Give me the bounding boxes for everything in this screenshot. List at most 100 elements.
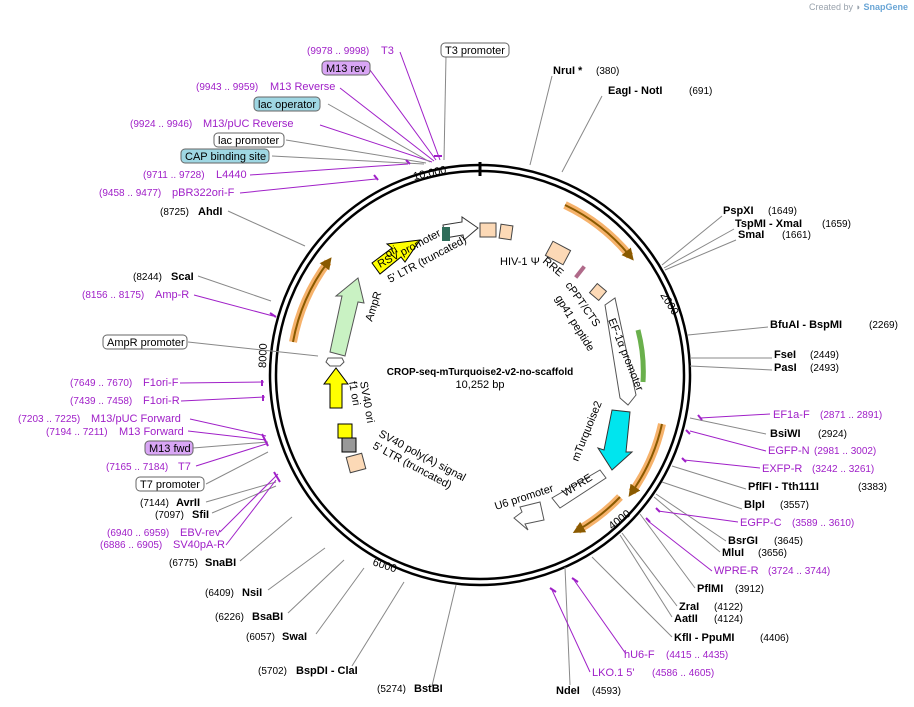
primer-position: (7203 .. 7225) <box>18 414 80 425</box>
enzyme-position: (1649) <box>768 206 797 217</box>
enzyme-name: TspMI - XmaI <box>735 218 802 230</box>
primer-position: (4415 .. 4435) <box>666 650 728 661</box>
primer-position: (6886 .. 6905) <box>100 540 162 551</box>
enzyme-position: (1659) <box>822 219 851 230</box>
primer-position: (8156 .. 8175) <box>82 290 144 301</box>
enzyme-position: (5702) <box>258 666 287 677</box>
primer-name: EGFP-N <box>768 445 810 457</box>
enzyme-name: BstBI <box>414 683 443 695</box>
feature-arc <box>635 329 646 383</box>
enzyme-name: ScaI <box>171 271 194 283</box>
f1-ori-arrow <box>323 367 349 409</box>
enzyme-name: PasI <box>774 362 797 374</box>
plasmid-size: 10,252 bp <box>456 379 505 391</box>
primer-name: M13 Forward <box>119 426 184 438</box>
enzyme-name: PspXI <box>723 205 754 217</box>
enzyme-name: PflMI <box>697 583 723 595</box>
enzyme-position: (6409) <box>205 588 234 599</box>
enzyme-position: (4122) <box>714 602 743 613</box>
feature-label: AmpR <box>363 290 384 323</box>
tick-label: 10,000 <box>412 164 447 183</box>
ori-arrow <box>371 239 422 275</box>
enzyme-name: AvrII <box>176 497 200 509</box>
primer-name: EBV-rev <box>180 527 221 539</box>
enzyme-position: (6775) <box>169 558 198 569</box>
enzyme-name: BsrGI <box>728 535 758 547</box>
primer-position: (3242 .. 3261) <box>812 464 874 475</box>
enzyme-name: NdeI <box>556 685 580 697</box>
feature-label: f1 ori <box>346 380 362 406</box>
enzyme-position: (4593) <box>592 686 621 697</box>
enzyme-name: BlpI <box>744 499 765 511</box>
snapgene-logo-icon: ◗ <box>855 2 861 12</box>
ef1a-promoter-arrow <box>604 297 637 406</box>
primer-position: (9458 .. 9477) <box>99 188 161 199</box>
tick-label: 2000 <box>657 290 680 317</box>
primer-name: pBR322ori-F <box>172 187 235 199</box>
primer-name: Amp-R <box>155 289 189 301</box>
feature-label: ori <box>383 244 400 261</box>
hiv-psi-box <box>498 223 514 241</box>
primer-position: (9943 .. 9959) <box>196 82 258 93</box>
enzyme-position: (7097) <box>155 510 184 521</box>
enzyme-position: (4406) <box>760 633 789 644</box>
feature-label: HIV-1 Ψ <box>500 256 540 268</box>
feature-arc <box>563 201 634 259</box>
plasmid-name: CROP-seq-mTurquoise2-v2-no-scaffold <box>387 367 574 378</box>
primer-name: LKO.1 5' <box>592 667 634 679</box>
enzyme-position: (2493) <box>810 363 839 374</box>
primer-leaders <box>179 51 771 673</box>
box-label: T3 promoter <box>445 45 505 57</box>
enzyme-position: (691) <box>689 86 712 97</box>
enzyme-position: (2924) <box>818 429 847 440</box>
ampr-arrow <box>329 277 365 357</box>
feature-arc-arrow <box>628 423 663 497</box>
enzyme-name: BsiWI <box>770 428 801 440</box>
enzyme-position: (380) <box>596 66 619 77</box>
enzyme-position: (8725) <box>160 207 189 218</box>
primer-position: (7439 .. 7458) <box>70 396 132 407</box>
ampr-promoter-arrow <box>325 357 345 367</box>
primer-labels: (9978 .. 9998) T3 (9943 .. 9959) M13 Rev… <box>18 45 882 679</box>
primer-position: (6940 .. 6959) <box>107 528 169 539</box>
primer-name: T3 <box>381 45 394 57</box>
ltr-3-box <box>345 452 367 474</box>
enzyme-position: (8244) <box>133 272 162 283</box>
enzyme-name: SfiI <box>192 509 209 521</box>
enzyme-name: SwaI <box>282 631 307 643</box>
primer-name: M13/pUC Reverse <box>203 118 293 130</box>
primer-position: (7165 .. 7184) <box>106 462 168 473</box>
sv40-polya-box <box>341 437 357 453</box>
tick-label: 8000 <box>257 343 270 368</box>
cppt-marker <box>574 265 586 279</box>
feature-arc <box>289 259 332 343</box>
enzyme-name: MluI <box>722 547 744 559</box>
enzyme-name: ZraI <box>679 601 699 613</box>
box-label: lac operator <box>258 99 316 111</box>
primer-position: (3589 .. 3610) <box>792 518 854 529</box>
feature-arc-arrow <box>564 204 634 261</box>
enzyme-leaders <box>197 75 773 687</box>
enzyme-name: NruI * <box>553 65 583 77</box>
primer-name: WPRE-R <box>714 565 759 577</box>
enzyme-position: (3656) <box>758 548 787 559</box>
primer-position: (2871 .. 2891) <box>820 410 882 421</box>
enzyme-name: AhdI <box>198 206 222 218</box>
primer-position: (7194 .. 7211) <box>46 427 108 438</box>
credit-brand: SnapGene <box>863 2 908 12</box>
enzyme-name: SnaBI <box>205 557 236 569</box>
box-label: AmpR promoter <box>107 337 185 349</box>
enzyme-position: (6226) <box>215 612 244 623</box>
feature-label: mTurquoise2 <box>570 399 605 463</box>
feature-arc-arrow <box>292 257 332 343</box>
enzyme-position: (2269) <box>869 320 898 331</box>
ltr-5-box <box>479 222 497 238</box>
enzyme-position: (3645) <box>774 536 803 547</box>
primer-name: T7 <box>178 461 191 473</box>
enzyme-name: AatII <box>674 613 698 625</box>
enzyme-name: EagI - NotI <box>608 85 662 97</box>
snapgene-credit: Created by ◗ SnapGene <box>809 2 908 12</box>
gp41-box <box>588 282 608 302</box>
enzyme-name: BspDI - ClaI <box>296 665 358 677</box>
